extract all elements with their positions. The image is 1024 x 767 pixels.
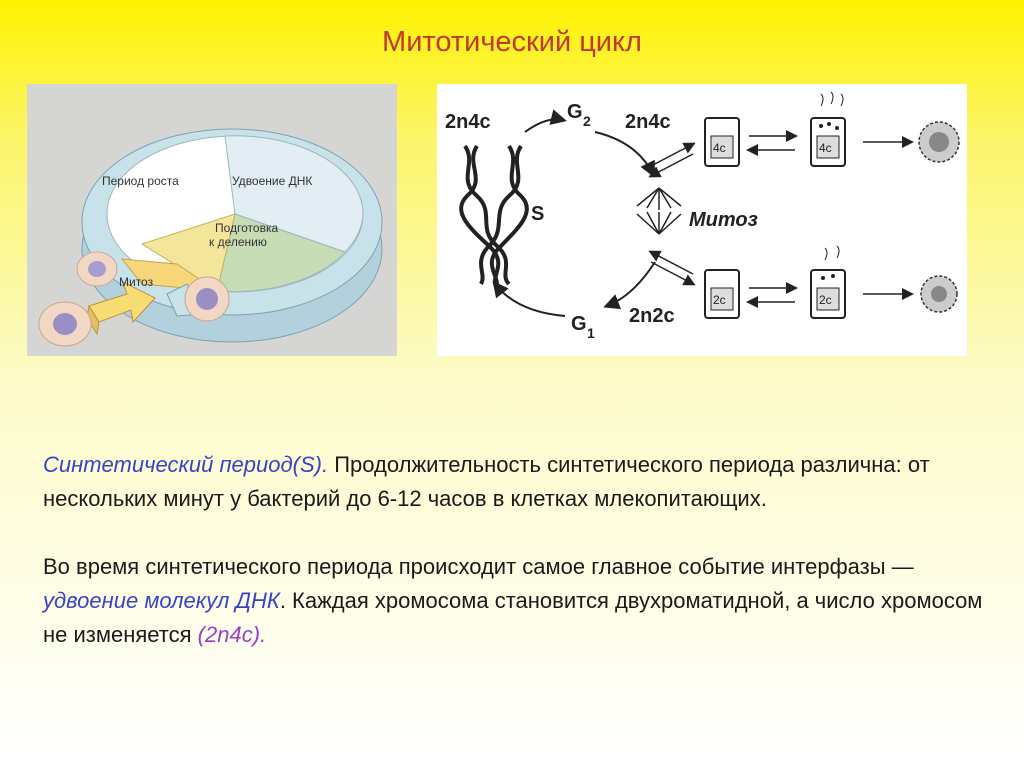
synthetic-period-description: Продолжительность синтетического периода… [43,452,930,511]
label-s-phase: S [531,203,544,225]
label-preparation-line1: Подготовка [215,221,278,235]
paragraph-dna-duplication: Во время синтетического периода происход… [43,550,983,652]
label-g2: G [567,101,583,123]
dna-duplication-highlight: удвоение молекул ДНК [43,588,280,613]
cell-image-1 [38,301,92,347]
jar-label-2c-1: 2c [713,293,726,307]
jar-label-2c-2: 2c [819,293,832,307]
slide-title: Митотический цикл [382,26,642,58]
arrow-s-to-g2 [524,109,567,133]
jar-icon-4c-2 [810,91,846,167]
synthetic-period-heading: Синтетический период(S). [43,452,329,477]
mitotic-cycle-scheme-diagram: 2n4c G 2 2n4c S Митоз G 1 2n2c [437,84,967,356]
jar-label-4c-1: 4c [713,141,726,155]
cell-image-3 [184,276,230,322]
jar-icon-4c-1 [704,117,740,167]
cell-cycle-pie-diagram: Период роста Удвоение ДНК Подготовка к д… [27,84,397,356]
label-dna-duplication: Удвоение ДНК [232,174,312,188]
cell-micrograph-icon-top [918,121,960,163]
formula-2n4c: (2n4c). [197,622,267,647]
label-mitosis-scheme: Митоз [689,209,758,231]
label-preparation-line2: к делению [209,235,267,249]
arrow-g2-to-mitosis [594,131,655,178]
jar-icon-2c-2 [810,245,846,319]
label-2n2c: 2n2c [629,305,675,327]
cell-image-2 [76,251,118,287]
interphase-text-start: Во время синтетического периода происход… [43,554,914,579]
paragraph-synthetic-period: Синтетический период(S). Продолжительнос… [43,448,983,516]
jar-icon-2c-1 [704,269,740,319]
label-mitosis: Митоз [119,275,154,289]
spindle-icon [636,187,682,235]
label-g2-sub: 2 [583,113,591,129]
label-g1: G [571,313,587,335]
chromosome-text: . Каждая хромосома становится двухромати… [43,588,983,647]
label-g1-sub: 1 [587,325,595,341]
arrow-mitosis-to-g1 [603,261,656,310]
dna-helix-icon [459,144,529,286]
jar-label-4c-2: 4c [819,141,832,155]
label-2n4c-right: 2n4c [625,111,671,133]
label-growth-period: Период роста [102,174,179,188]
cell-micrograph-icon-bottom [920,275,958,313]
arrow-g1-to-s [492,280,566,317]
label-2n4c-left: 2n4c [445,111,491,133]
slide-body-text: Синтетический период(S). Продолжительнос… [43,448,983,652]
